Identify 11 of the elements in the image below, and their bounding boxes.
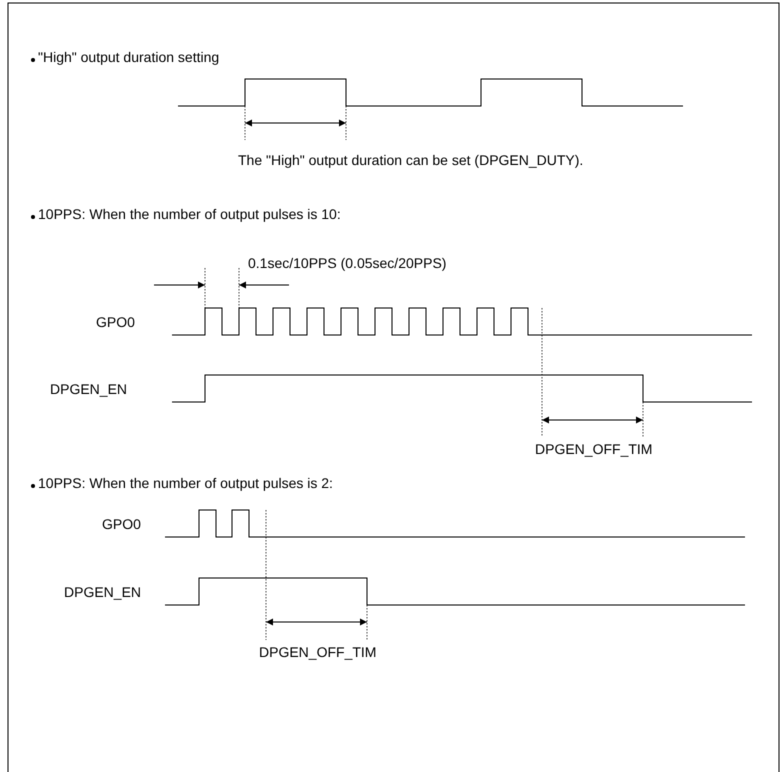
- section-heading: 10PPS: When the number of output pulses is 10:: [38, 206, 341, 222]
- section-heading: "High" output duration setting: [38, 49, 220, 65]
- signal-name: GPO0: [102, 516, 141, 532]
- signal-name: GPO0: [96, 314, 135, 330]
- annotation-text: The "High" output duration can be set (DPGEN_DUTY).: [238, 152, 584, 168]
- timing-label: 0.1sec/10PPS (0.05sec/20PPS): [248, 255, 446, 271]
- signal-name: DPGEN_EN: [64, 584, 142, 600]
- section-heading: 10PPS: When the number of output pulses is 2:: [38, 475, 333, 491]
- timing-label: DPGEN_OFF_TIM: [259, 644, 376, 660]
- timing-label: DPGEN_OFF_TIM: [535, 441, 652, 457]
- signal-name: DPGEN_EN: [50, 381, 128, 397]
